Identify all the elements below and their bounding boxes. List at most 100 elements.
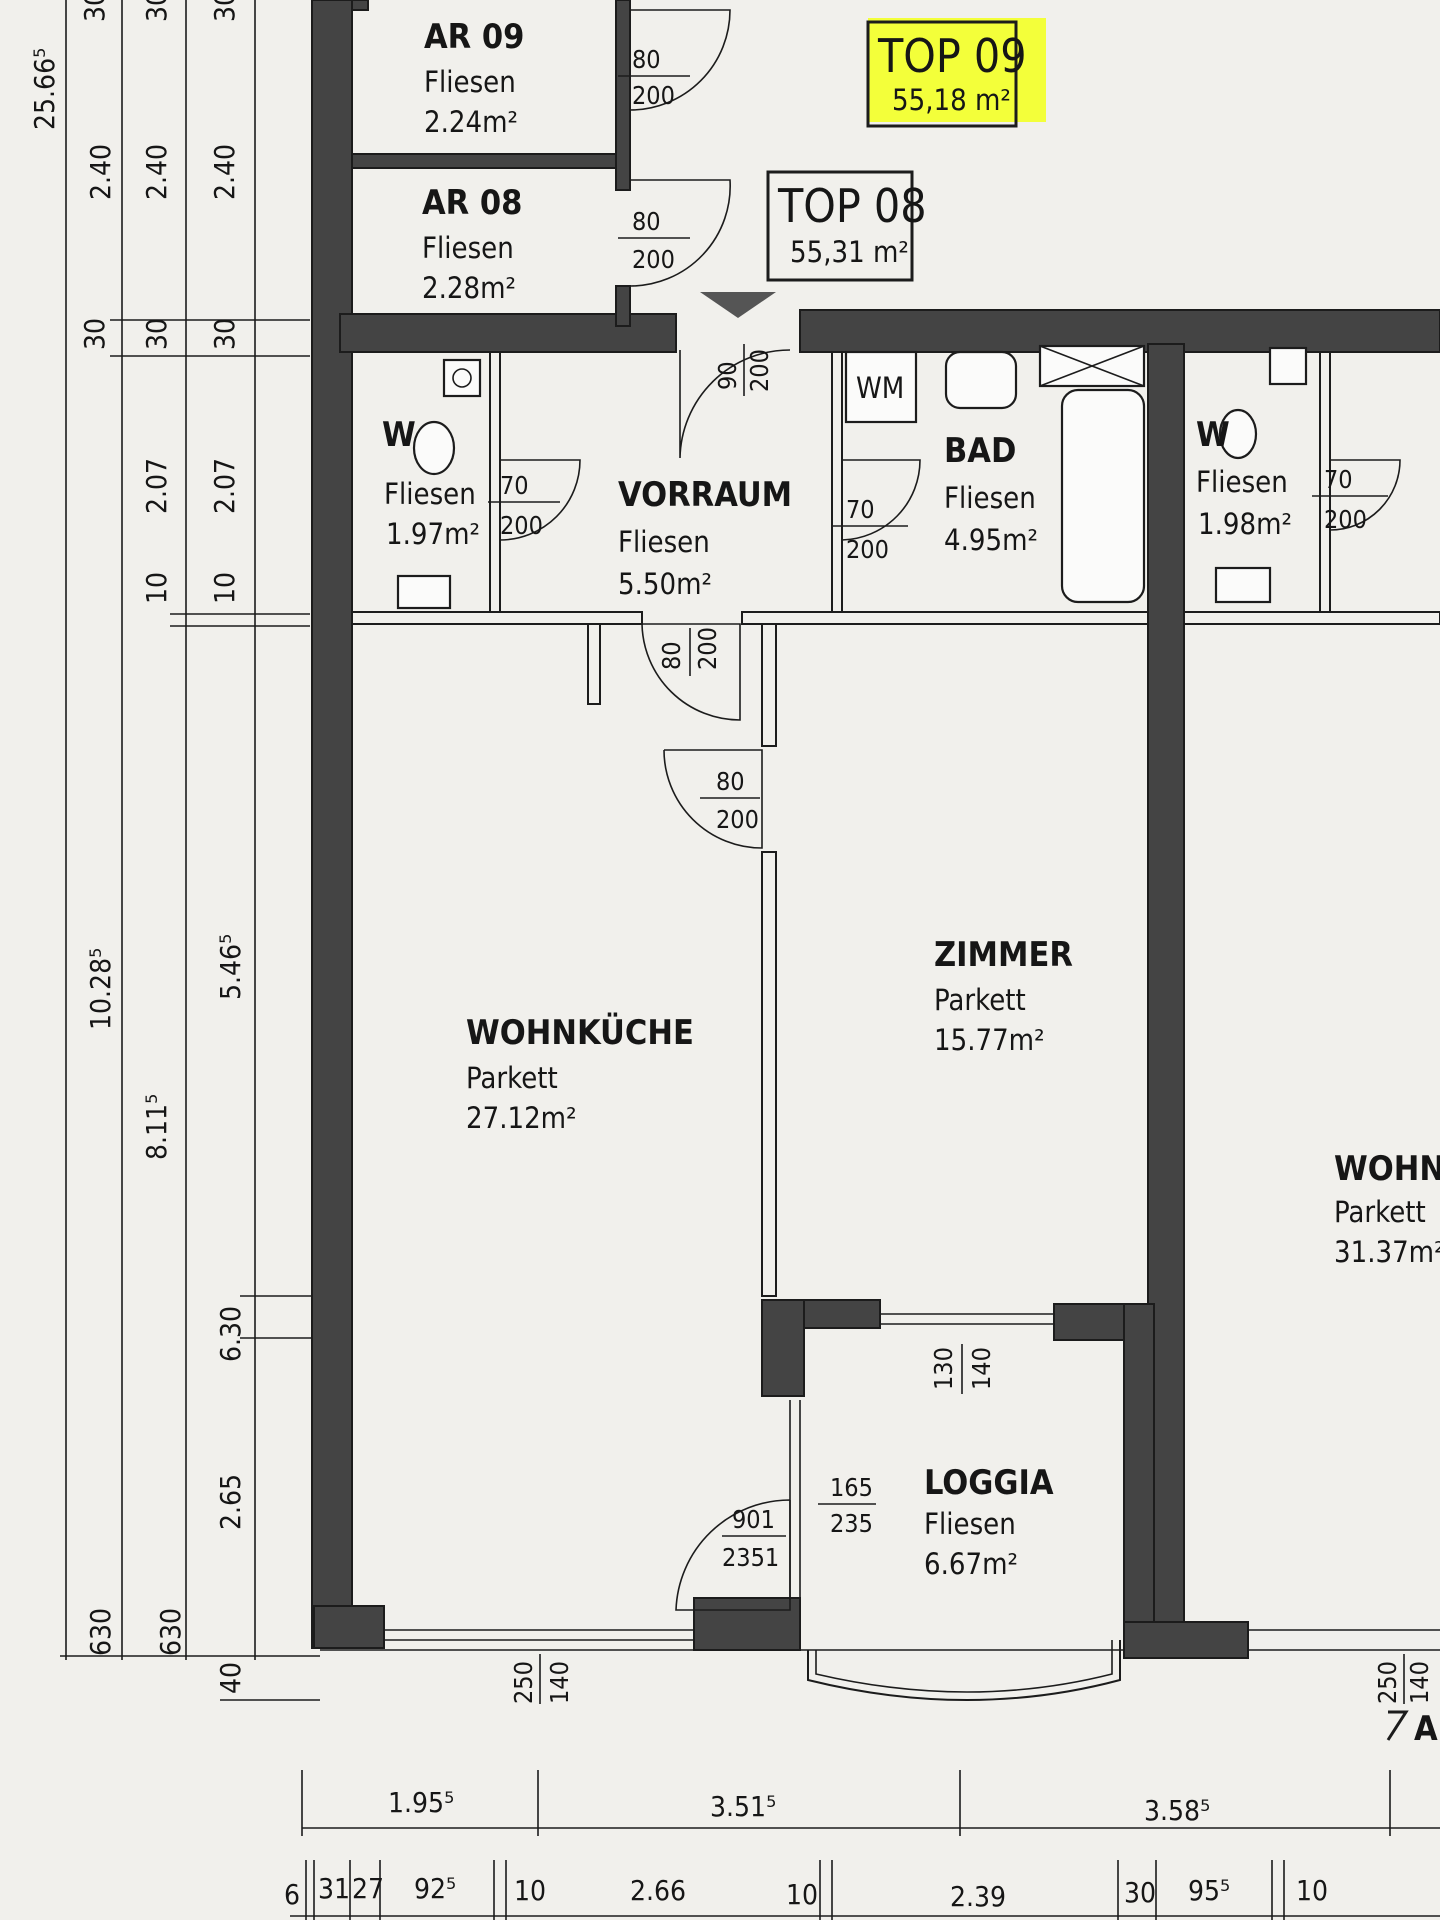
section-marker: A	[1386, 1709, 1438, 1749]
door-wc09-w: 70	[1324, 465, 1353, 494]
dimv-630-b: 630	[154, 1608, 187, 1656]
door-labels: 80 200 80 200 90 200 70 200 70 200 70 20…	[488, 45, 1434, 1704]
door-ar08-w: 80	[632, 207, 661, 236]
dimh-10-b: 10	[786, 1878, 818, 1911]
door-wc08-w: 70	[500, 471, 529, 500]
dimv-207-b: 2.07	[208, 458, 241, 514]
door-entry-h: 200	[745, 349, 774, 392]
room-floor-ar09: Fliesen	[424, 65, 516, 99]
dimv-630: 6.30	[214, 1306, 247, 1362]
door-loggia2-h: 235	[830, 1509, 873, 1538]
dimh-31: 31	[318, 1872, 350, 1905]
dims-vertical: 25.66⁵ 2.40 2.40 2.40 30 30 30 2.07 2.07…	[28, 0, 247, 1694]
bathtub	[1060, 388, 1146, 604]
bad-basin	[944, 350, 1018, 410]
room-name-zimmer: ZIMMER	[934, 935, 1073, 975]
door-vorraum-h: 200	[693, 627, 722, 670]
unit-labels: TOP 09 55,18 m² TOP 08 55,31 m²	[700, 18, 1046, 318]
left-dimension-lines	[60, 0, 1440, 1701]
room-area-wohnkueche-2: 31.37m²	[1334, 1235, 1440, 1269]
dimv-240-b: 2.40	[140, 144, 173, 200]
window-zimmer-w: 130	[929, 1347, 958, 1390]
room-area-bad: 4.95m²	[944, 523, 1038, 557]
dimh-195: 1.95⁵	[388, 1786, 454, 1819]
dimh-10-a: 10	[514, 1874, 546, 1907]
dimv-207-a: 2.07	[140, 458, 173, 514]
entry-arrow-icon	[700, 292, 776, 318]
room-name-vorraum: VORRAUM	[618, 475, 792, 515]
exterior-windows	[384, 1313, 1440, 1701]
room-floor-wc08: Fliesen	[384, 477, 476, 511]
room-name-wohnkueche-2: WOHNKÜ	[1334, 1148, 1440, 1189]
dimh-10-c: 10	[1296, 1874, 1328, 1907]
room-area-wc08: 1.97m²	[386, 517, 480, 551]
dimv-240-a: 2.40	[84, 144, 117, 200]
dimv-10-a: 10	[140, 572, 173, 604]
wc-toilet-right	[1268, 346, 1308, 386]
wc-basin-right	[1214, 566, 1272, 604]
wc-basin-left	[396, 574, 452, 610]
top09-box	[866, 20, 1018, 128]
dimv-30-top-b: 30	[140, 0, 173, 22]
top08-label: TOP 08	[777, 179, 927, 233]
dimv-811: 8.11⁵	[140, 1094, 173, 1160]
window-wohn-h: 140	[545, 1661, 574, 1704]
top09-area: 55,18 m²	[892, 83, 1011, 117]
fixtures: WM	[396, 344, 1308, 610]
dimh-27: 27	[352, 1872, 384, 1905]
dimv-10-b: 10	[208, 572, 241, 604]
room-floor-ar08: Fliesen	[422, 231, 514, 265]
room-area-vorraum: 5.50m²	[618, 567, 712, 601]
room-floor-bad: Fliesen	[944, 481, 1036, 515]
room-floor-wohnkueche-2: Parkett	[1334, 1195, 1426, 1229]
room-area-ar08: 2.28m²	[422, 271, 516, 305]
door-zimmer-w: 80	[716, 767, 745, 796]
dimh-30: 30	[1124, 1876, 1156, 1909]
door-loggia-w: 901	[732, 1505, 775, 1534]
room-name-loggia: LOGGIA	[924, 1463, 1054, 1503]
door-entry-w: 90	[713, 361, 742, 390]
dims-horizontal: 1.95⁵ 3.51⁵ 3.58⁵ 6 31 27 92⁵ 10 2.66 10…	[284, 1770, 1440, 1920]
room-floor-wc09: Fliesen	[1196, 465, 1288, 499]
washer-label: WM	[856, 371, 904, 405]
window-zimmer-h: 140	[967, 1347, 996, 1390]
dimv-30-top-a: 30	[78, 0, 111, 22]
dimv-30-a: 30	[78, 318, 111, 350]
room-area-loggia: 6.67m²	[924, 1547, 1018, 1581]
walls	[311, 0, 1440, 1659]
door-swings	[499, 9, 1401, 1611]
dimh-351: 3.51⁵	[710, 1790, 776, 1823]
wc-toilet-left	[442, 358, 482, 398]
door-loggia2-w: 165	[830, 1473, 873, 1502]
room-floor-vorraum: Fliesen	[618, 525, 710, 559]
top09-label: TOP 09	[877, 29, 1027, 83]
dimh-6: 6	[284, 1878, 300, 1911]
room-name-bad: BAD	[944, 431, 1016, 471]
room-area-wc09: 1.98m²	[1198, 507, 1292, 541]
dimh-358: 3.58⁵	[1144, 1794, 1210, 1827]
top08-box	[766, 170, 914, 282]
room-name-wohnkueche: WOHNKÜCHE	[466, 1012, 694, 1053]
dimv-30-top-c: 30	[208, 0, 241, 22]
window-wohn2-h: 140	[1405, 1661, 1434, 1704]
dimv-240-c: 2.40	[208, 144, 241, 200]
room-area-zimmer: 15.77m²	[934, 1023, 1045, 1057]
wc-bowl-left	[412, 420, 456, 476]
door-wc09-h: 200	[1324, 505, 1367, 534]
door-wc08-h: 200	[500, 511, 543, 540]
door-ar09-h: 200	[632, 81, 675, 110]
dimh-955: 95⁵	[1188, 1874, 1230, 1907]
dimv-265: 2.65	[214, 1474, 247, 1530]
dimv-30-b: 30	[140, 318, 173, 350]
dimh-925: 92⁵	[414, 1872, 456, 1905]
room-floor-wohnkueche: Parkett	[466, 1061, 558, 1095]
room-name-wc09: W	[1196, 415, 1230, 455]
door-bad-w: 70	[846, 495, 875, 524]
dimv-546: 5.46⁵	[214, 934, 247, 1000]
dimv-40: 40	[214, 1662, 247, 1694]
dimh-239: 2.39	[950, 1880, 1006, 1913]
wc-bowl-right	[1218, 408, 1258, 460]
dimv-total: 25.66⁵	[28, 48, 61, 130]
top08-area: 55,31 m²	[790, 235, 909, 269]
